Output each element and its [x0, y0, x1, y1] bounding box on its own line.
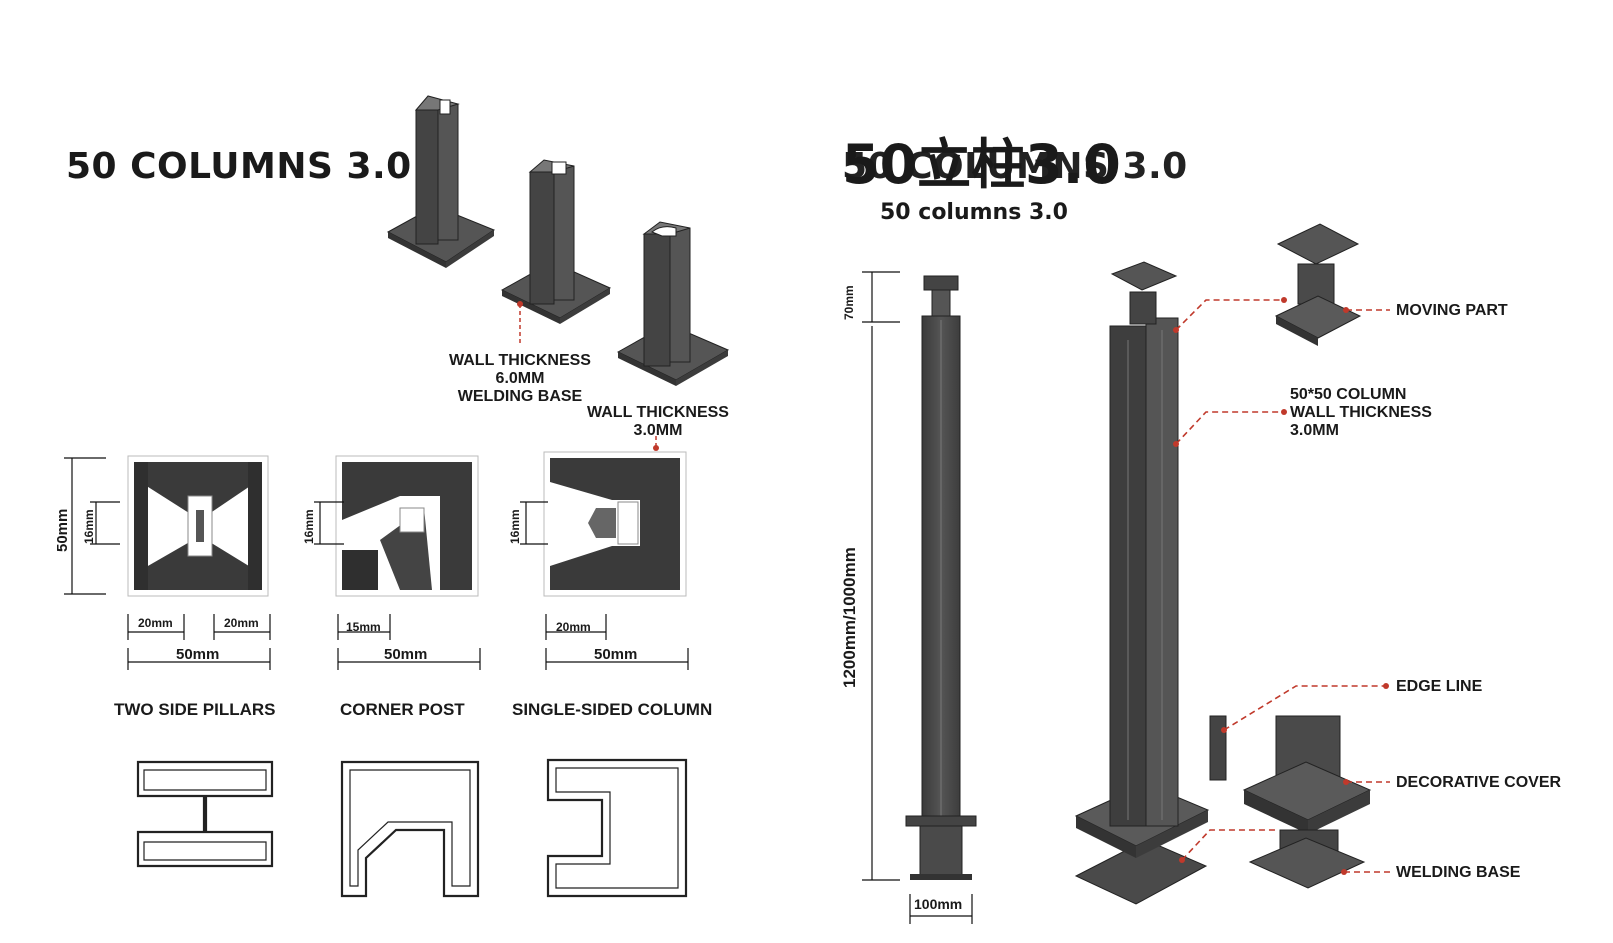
dim-two-side-left-w: 20mm [138, 616, 173, 630]
leader-dots-right [1173, 297, 1389, 875]
dim-corner-width: 50mm [384, 646, 428, 663]
dim-corner-inner: 16mm [302, 509, 316, 544]
callout-decorative-cover: DECORATIVE COVER [1396, 774, 1562, 791]
callout-welding-base: WELDING BASE [1396, 864, 1521, 881]
callout-wall-thickness-6: WALL THICKNESS 6.0MM WELDING BASE [440, 352, 600, 406]
profile-name-two-side: TWO SIDE PILLARS [114, 700, 276, 719]
assembled-column [1074, 261, 1210, 905]
dim-single-width: 50mm [594, 646, 638, 663]
elevation-column [905, 275, 977, 880]
callout-text: WALL THICKNESS [449, 352, 591, 369]
dim-column-height: 1200mm/1000mm [840, 547, 859, 688]
section-single [543, 451, 687, 597]
callout-text: WELDING BASE [457, 388, 583, 405]
section-corner [335, 455, 479, 597]
section-two-side [127, 455, 269, 597]
exploded-parts [1209, 223, 1372, 889]
dimension-lines [64, 457, 689, 670]
callout-edge-line: EDGE LINE [1396, 678, 1483, 695]
dim-two-side-width: 50mm [176, 646, 220, 663]
callout-moving-part: MOVING PART [1396, 302, 1508, 319]
callout-text: WALL THICKNESS [587, 404, 729, 421]
post-3d-single [616, 221, 730, 386]
callout-text: 3.0MM [1290, 422, 1339, 439]
post-3d-corner [500, 159, 612, 324]
leader-dot [517, 301, 523, 307]
dim-two-side-right-w: 20mm [224, 616, 259, 630]
leader-dot [653, 445, 659, 451]
leaders-right [1175, 299, 1390, 873]
callout-text: 50*50 COLUMN [1290, 386, 1407, 403]
outline-profiles [136, 758, 688, 898]
callout-text: 6.0MM [495, 370, 545, 387]
dim-single-left-w: 20mm [556, 620, 591, 634]
dim-two-side-inner: 16mm [82, 509, 96, 544]
profile-name-corner: CORNER POST [340, 700, 465, 719]
post-3d-two-side [386, 95, 496, 268]
dim-corner-left-w: 15mm [346, 620, 381, 634]
elevation-dims [862, 271, 973, 924]
profile-name-single: SINGLE-SIDED COLUMN [512, 700, 713, 719]
callout-column-spec: 50*50 COLUMN WALL THICKNESS 3.0MM [1290, 386, 1432, 440]
callout-wall-thickness-3: WALL THICKNESS 3.0MM [578, 404, 738, 440]
left-title: 50 COLUMNS 3.0 [66, 146, 412, 187]
dim-top-70: 70mm [842, 285, 856, 320]
dim-single-inner: 16mm [508, 509, 522, 544]
right-title-overlay: 50 COLUMNS 3.0 [842, 146, 1188, 187]
dim-two-side-height: 50mm [54, 508, 71, 552]
dim-base-100: 100mm [914, 896, 963, 912]
callout-text: 3.0MM [633, 422, 683, 439]
right-title-cn: 50立柱3.0 [842, 133, 1121, 196]
right-subtitle: 50 columns 3.0 [880, 200, 1068, 225]
callout-text: WALL THICKNESS [1290, 404, 1432, 421]
